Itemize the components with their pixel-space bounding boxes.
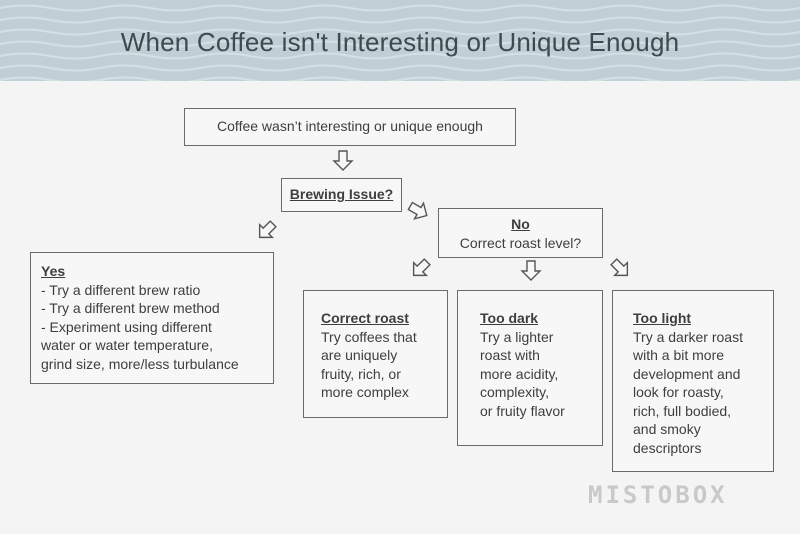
node-root: Coffee wasn’t interesting or unique enou… [184,108,516,146]
node-light-heading: Too light [633,310,692,326]
node-dark-line: or fruity flavor [480,402,565,419]
down-left-arrow-icon [252,216,281,245]
node-light-line: look for roasty, [633,384,724,400]
node-yes-line: water or water temperature, [41,337,213,353]
node-yes-line: - Experiment using different [41,318,212,335]
header-banner: When Coffee isn't Interesting or Unique … [0,0,800,81]
node-no-text: Correct roast level? [459,234,582,251]
down-arrow-icon [333,150,353,171]
node-yes-line: grind size, more/less turbulance [41,355,239,372]
node-light-line: development and [633,365,741,382]
node-no: No Correct roast level? [438,208,603,258]
node-light-line: with a bit more [633,347,725,363]
down-right-arrow-icon [405,197,432,224]
down-right-arrow-icon [606,254,635,283]
node-brewing-issue: Brewing Issue? [281,178,402,212]
node-too-light: Too light Try a darker roast with a bit … [612,290,774,472]
down-arrow-icon [521,260,541,281]
mistobox-logo: MISTOBOX [588,481,728,509]
node-light-line: rich, full bodied, [633,402,732,419]
node-correct-line: fruity, rich, or [321,365,401,382]
node-correct-line: more complex [321,384,409,400]
node-correct-roast: Correct roast Try coffees that are uniqu… [303,290,448,418]
node-correct-heading: Correct roast [321,310,409,326]
node-dark-line: complexity, [480,384,549,400]
node-dark-heading: Too dark [480,310,539,326]
node-dark-line: more acidity, [480,365,559,382]
node-yes: Yes - Try a different brew ratio - Try a… [30,252,274,384]
node-yes-line: - Try a different brew method [41,300,220,316]
page-title: When Coffee isn't Interesting or Unique … [120,27,680,57]
node-brewing-heading: Brewing Issue? [289,186,394,202]
node-correct-line: are uniquely [321,347,398,363]
node-correct-line: Try coffees that [321,328,417,345]
node-light-line: descriptors [633,439,702,456]
node-yes-heading: Yes [41,263,66,279]
down-left-arrow-icon [406,254,435,283]
node-dark-line: Try a lighter [480,328,554,345]
node-root-text: Coffee wasn’t interesting or unique enou… [217,118,483,134]
node-light-line: Try a darker roast [633,328,743,345]
wave-pattern [0,4,800,81]
node-yes-line: - Try a different brew ratio [41,281,201,298]
node-too-dark: Too dark Try a lighter roast with more a… [457,290,603,446]
node-dark-line: roast with [480,347,540,363]
node-light-line: and smoky [633,421,701,437]
node-no-heading: No [511,216,530,232]
